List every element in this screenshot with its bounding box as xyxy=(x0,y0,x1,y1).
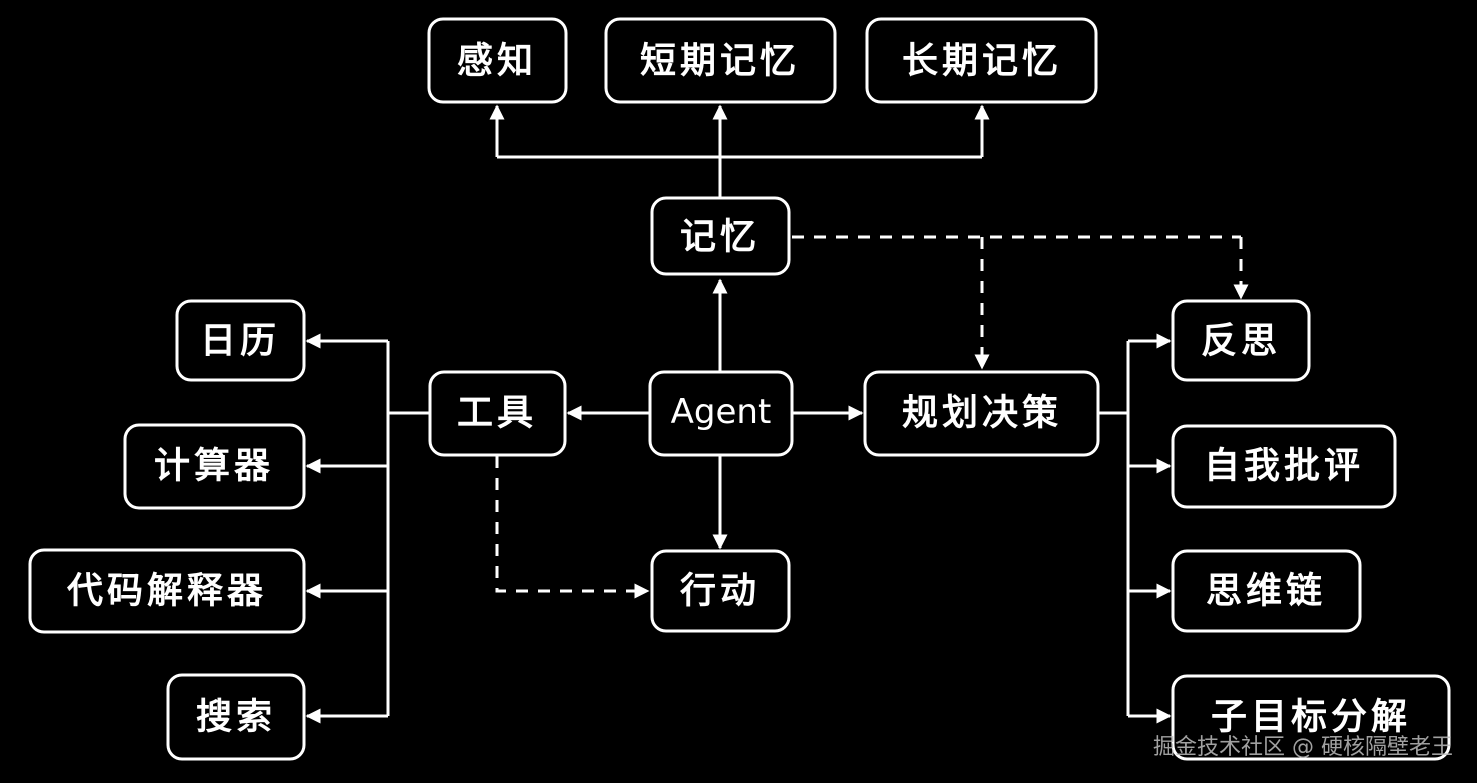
node-memory-label: 记忆 xyxy=(680,217,760,258)
nodes: 感知 短期记忆 长期记忆 记忆 日历 计算器 代码解释器 xyxy=(28,17,1451,761)
node-subgoal-decomposition-label: 子目标分解 xyxy=(1211,697,1411,738)
node-reflection-label: 反思 xyxy=(1201,321,1281,362)
node-memory: 记忆 xyxy=(650,196,791,276)
node-code-interpreter: 代码解释器 xyxy=(28,548,306,634)
node-calendar: 日历 xyxy=(175,299,306,382)
node-chain-of-thought: 思维链 xyxy=(1171,549,1362,633)
node-self-critique: 自我批评 xyxy=(1171,424,1397,509)
node-search: 搜索 xyxy=(166,673,306,761)
node-planning: 规划决策 xyxy=(863,370,1100,457)
node-tools-label: 工具 xyxy=(457,393,537,434)
node-chain-of-thought-label: 思维链 xyxy=(1206,571,1326,612)
node-tools: 工具 xyxy=(428,370,567,457)
watermark: 掘金技术社区 @ 硬核隔壁老王 xyxy=(1153,735,1453,760)
edge-tools-action-dashed xyxy=(495,456,650,599)
node-short-term-memory: 短期记忆 xyxy=(604,17,837,104)
node-action: 行动 xyxy=(650,549,791,633)
node-short-term-memory-label: 短期记忆 xyxy=(640,41,800,82)
node-calculator: 计算器 xyxy=(123,423,306,510)
node-action-label: 行动 xyxy=(680,571,760,612)
node-code-interpreter-label: 代码解释器 xyxy=(66,571,267,612)
node-agent-label: Agent xyxy=(671,392,772,432)
node-perception: 感知 xyxy=(427,17,568,104)
node-reflection: 反思 xyxy=(1171,299,1311,382)
node-agent: Agent xyxy=(648,370,794,457)
node-search-label: 搜索 xyxy=(196,697,276,738)
node-long-term-memory-label: 长期记忆 xyxy=(902,41,1062,82)
node-self-critique-label: 自我批评 xyxy=(1204,446,1364,487)
node-planning-label: 规划决策 xyxy=(902,393,1062,434)
node-calculator-label: 计算器 xyxy=(154,446,274,487)
node-perception-label: 感知 xyxy=(457,41,537,82)
node-subgoal-decomposition: 子目标分解 xyxy=(1171,674,1451,761)
node-long-term-memory: 长期记忆 xyxy=(865,17,1098,104)
node-calendar-label: 日历 xyxy=(200,321,280,362)
edges xyxy=(305,104,1249,724)
